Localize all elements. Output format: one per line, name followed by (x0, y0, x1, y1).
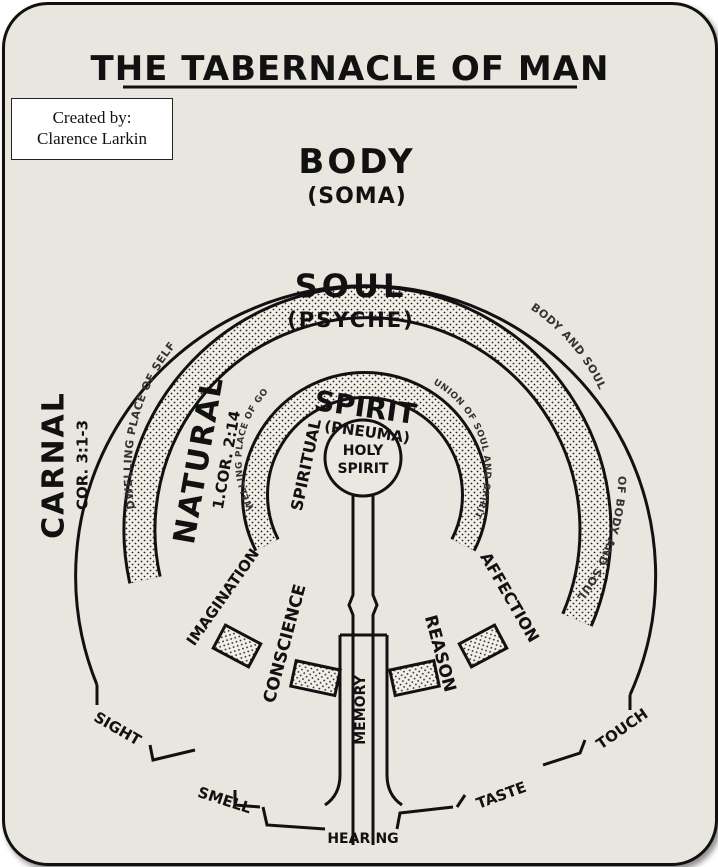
memory-label: Memory (353, 674, 369, 744)
spirit-stem (349, 496, 377, 845)
taste-label: Taste (474, 778, 529, 813)
imagination-block (213, 625, 261, 667)
credit-line-1: Created by: (12, 107, 172, 128)
soul-sub-label: (Psyche) (287, 308, 415, 332)
touch-label: Touch (593, 705, 651, 753)
carnal-label: Carnal (37, 391, 72, 539)
hearing-label: Hearing (327, 831, 398, 847)
affection-block (459, 625, 507, 667)
reason-block (390, 661, 439, 696)
credit-box: Created by: Clarence Larkin (11, 98, 173, 160)
holy-spirit-label-1: Holy (343, 443, 384, 459)
conscience-block (291, 661, 340, 696)
credit-line-2: Clarence Larkin (12, 128, 172, 149)
page-title: The Tabernacle Of Man (91, 49, 610, 89)
body-label: Body (298, 142, 415, 182)
smell-label: Smell (196, 783, 254, 817)
soul-label: Soul (295, 267, 408, 305)
carnal-ref: Cor. 3:1-3 (74, 420, 92, 510)
holy-spirit-label-2: Spirit (337, 461, 389, 477)
sight-label: Sight (91, 708, 145, 750)
body-sub-label: (Soma) (307, 184, 407, 209)
